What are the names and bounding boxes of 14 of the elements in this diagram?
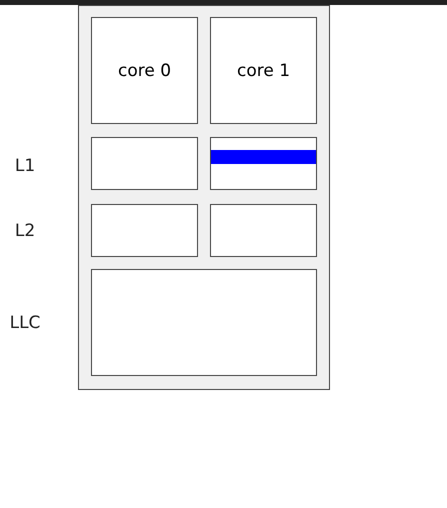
core-box — [210, 17, 317, 124]
core-label: core 1 — [236, 60, 290, 80]
level-label: L2 — [14, 221, 36, 241]
level-label: L1 — [14, 156, 36, 176]
chip-panel — [78, 5, 330, 390]
cache-box — [91, 269, 317, 376]
core-label: core 0 — [118, 60, 172, 80]
cache-box — [210, 137, 317, 190]
core-box — [91, 17, 198, 124]
cache-box — [91, 204, 198, 257]
cache-box — [210, 204, 317, 257]
cache-line-bar — [211, 150, 316, 164]
level-label: LLC — [10, 313, 40, 333]
cache-box — [91, 137, 198, 190]
